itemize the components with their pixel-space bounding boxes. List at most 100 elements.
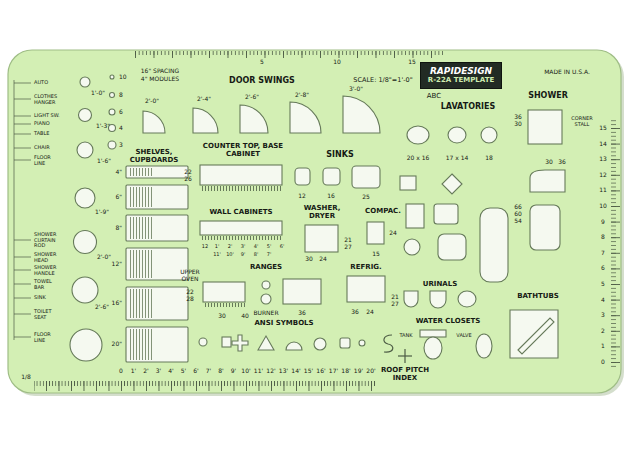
template-label: 5'	[267, 244, 272, 250]
template-plate	[8, 50, 621, 393]
stencil-cutout	[347, 276, 385, 302]
ruler-ticks	[34, 381, 376, 391]
template-label: 12'	[266, 368, 275, 375]
template-label: 36	[514, 114, 522, 121]
template-label: 54	[514, 218, 522, 225]
template-label: 8"	[115, 225, 122, 232]
stencil-cutout	[510, 310, 558, 358]
template-label: 16	[327, 193, 335, 200]
template-label: 20 x 16	[407, 155, 430, 162]
template-label: SINKS	[326, 151, 353, 160]
template-label: DOOR SWINGS	[229, 77, 295, 86]
ruler-ticks	[34, 51, 620, 391]
stencil-stroke	[384, 335, 412, 363]
stencil-cutout	[286, 342, 302, 350]
elevation-ticks	[14, 80, 31, 340]
stencil-cutout	[430, 291, 446, 308]
template-label: SHOWER HEAD	[34, 252, 60, 263]
template-label: 28	[186, 296, 194, 303]
template-label: WASHER, DRYER	[296, 205, 348, 220]
template-label: 15	[408, 59, 416, 66]
template-label: SINK	[34, 295, 46, 301]
stencil-cutout	[262, 281, 270, 289]
stencil-cutout	[400, 176, 416, 190]
stencil-cutout	[193, 108, 218, 133]
template-label: RANGES	[250, 264, 282, 272]
template-label: 1	[601, 343, 605, 350]
stencil-hatch	[128, 168, 152, 360]
template-label: 0	[601, 359, 605, 366]
template-label: 10	[119, 74, 127, 81]
stencil-cutout	[481, 127, 497, 143]
template-label: 2	[601, 328, 605, 335]
stencil-cutout	[74, 231, 97, 254]
stencil-cutout	[404, 239, 420, 255]
template-label: 2'-4"	[197, 96, 211, 103]
template-label: 14'	[291, 368, 300, 375]
template-label: 12	[599, 172, 607, 179]
template-label: 8'	[218, 368, 223, 375]
stencil-hatch	[128, 289, 152, 318]
template-label: SHOWER	[528, 92, 568, 101]
stencil-cutout	[359, 340, 365, 346]
template-label: 26	[184, 176, 192, 183]
template-label: 3	[119, 142, 123, 149]
ruler-ticks	[611, 118, 620, 368]
template-label: 10	[599, 203, 607, 210]
stencil-hatch	[128, 168, 152, 176]
template-label: ANSI SYMBOLS	[254, 320, 313, 328]
template-label: 6	[119, 109, 123, 116]
template-label: 5	[260, 59, 264, 66]
template-label: 6"	[115, 194, 122, 201]
template-label: 7'	[267, 252, 272, 258]
template-label: TOWEL BAR	[34, 279, 60, 290]
template-label: 30	[545, 159, 553, 166]
template-label: 3'	[241, 244, 246, 250]
template-label: 15	[599, 125, 607, 132]
stencil-cutout	[518, 318, 554, 354]
stencil-stroke	[384, 335, 393, 352]
template-label: WALL CABINETS	[209, 209, 272, 217]
template-label: 10'	[241, 368, 250, 375]
template-label: 9	[601, 218, 605, 225]
template-label: 21	[344, 237, 352, 244]
template-label: 16" SPACING	[141, 68, 179, 75]
template-label: 1'-3"	[96, 123, 110, 130]
template-label: SHOWER CURTAIN ROD	[34, 232, 60, 249]
template-label: 3'-0"	[349, 86, 363, 93]
template-label: 17 x 14	[446, 155, 469, 162]
template-label: 10'	[226, 252, 234, 258]
template-label: BURNER	[253, 310, 278, 317]
template-label: 27	[391, 301, 399, 308]
stencil-cutout	[367, 222, 384, 244]
template-label: FLOOR LINE	[34, 332, 60, 343]
template-label: REFRIG.	[350, 264, 381, 272]
template-label: 14	[599, 140, 607, 147]
template-label: AUTO	[34, 80, 48, 86]
template-label: 30	[305, 256, 313, 263]
elevation-ticks	[14, 314, 31, 315]
template-label: CHAIR	[34, 145, 50, 151]
template-label: 8'	[254, 252, 259, 258]
template-label: 7	[601, 250, 605, 257]
template-label: SHOWER HANDLE	[34, 265, 60, 276]
stencil-cutout	[70, 75, 565, 362]
template-label: WATER CLOSETS	[416, 318, 481, 326]
brand-text: RAPIDESIGN	[430, 67, 492, 77]
template-label: 3'	[156, 368, 161, 375]
template-label: 5'	[181, 368, 186, 375]
stencil-cutout	[530, 170, 565, 192]
template-label: 4'	[168, 368, 173, 375]
template-label: 17'	[329, 368, 338, 375]
template-label: 2'-0"	[145, 98, 159, 105]
stencil-cutout	[438, 234, 466, 260]
template-label: 20'	[366, 368, 375, 375]
stencil-cutout	[283, 279, 321, 304]
template-label: SHELVES, CUPBOARDS	[123, 149, 185, 164]
stencil-cutout	[79, 109, 92, 122]
template-label: 8	[601, 234, 605, 241]
stencil-cutout	[480, 208, 508, 282]
stencil-cutout	[305, 225, 338, 252]
stencil-cutout	[110, 93, 115, 98]
